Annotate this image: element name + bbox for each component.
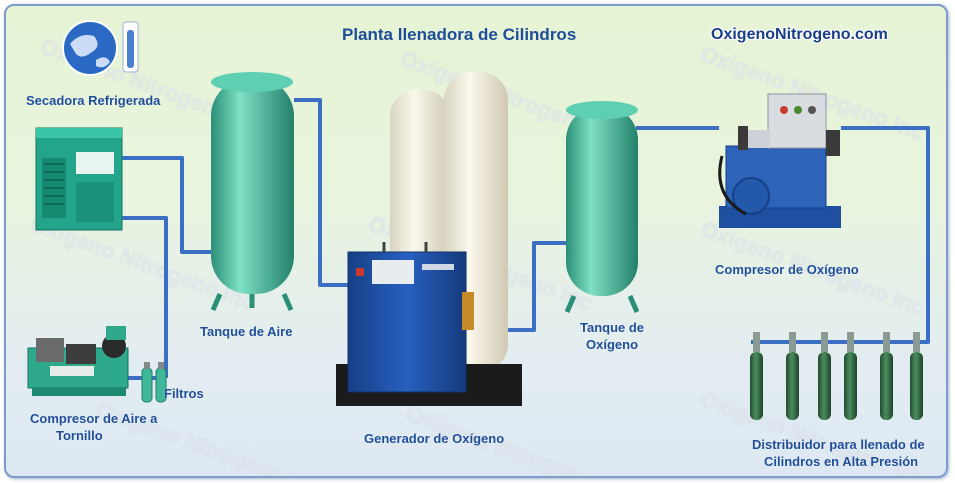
label-distributor-line2: Cilindros en Alta Presión	[764, 454, 919, 469]
pipe-air-tank-to-generator	[294, 98, 348, 287]
cylinder	[844, 332, 857, 420]
brand-link[interactable]: OxigenoNitrogeno.com	[711, 26, 888, 43]
oxygen-generator	[336, 72, 522, 406]
label-air-tank: Tanque de Aire	[200, 324, 293, 339]
label-refrigerated-dryer: Secadora Refrigerada	[26, 93, 161, 108]
pipe-dryer-to-filters	[122, 216, 168, 378]
refrigerated-dryer	[35, 127, 123, 231]
label-oxygen-generator: Generador de Oxígeno	[364, 431, 505, 446]
cylinder	[786, 332, 799, 420]
cylinder	[910, 332, 923, 420]
oxygen-tank	[564, 101, 640, 314]
filters	[141, 362, 167, 403]
label-oxygen-tank-line1: Tanque de	[580, 320, 645, 335]
cylinder	[818, 332, 831, 420]
globe-logo-icon	[62, 20, 139, 76]
label-air-compressor-line1: Compresor de Aire a	[30, 411, 158, 426]
pipe-dryer-to-air-tank	[122, 156, 211, 254]
air-tank	[210, 72, 294, 312]
screw-air-compressor	[27, 326, 129, 396]
label-filters: Filtros	[164, 386, 204, 401]
label-oxygen-compressor: Compresor de Oxígeno	[715, 262, 859, 277]
label-oxygen-tank-line2: Oxígeno	[586, 337, 639, 352]
pipe-compressor-to-distributor	[751, 126, 930, 344]
label-air-compressor-line2: Tornillo	[56, 428, 103, 443]
label-distributor-line1: Distribuidor para llenado de	[752, 437, 925, 452]
equipment-diagram	[27, 20, 930, 420]
cylinder	[880, 332, 893, 420]
diagram-frame: Oxigeno Nitrogeno Inc Oxigeno Nitrogeno …	[4, 4, 948, 478]
page-title: Planta llenadora de Cilindros	[342, 25, 577, 44]
cylinder-distributor	[750, 332, 923, 420]
cylinder	[750, 332, 763, 420]
oxygen-compressor	[718, 93, 841, 228]
